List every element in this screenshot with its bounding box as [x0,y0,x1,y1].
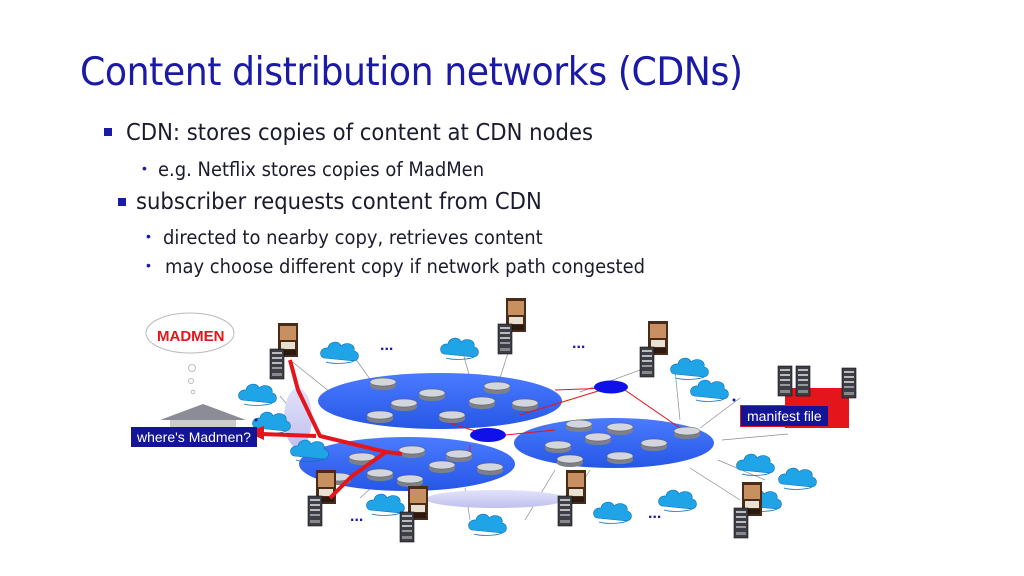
access-link-lavender [426,490,566,508]
bullet-dot-icon: • [146,257,151,273]
madmen-thought-bubble [145,312,235,395]
madmen-logo: MADMEN [157,328,225,345]
bullet-dot-icon: • [146,228,151,244]
bullet-subscriber: subscriber requests content from CDN [136,189,542,215]
request-route [261,359,403,500]
sub-bullet-netflix: e.g. Netflix stores copies of MadMen [158,158,485,181]
manifest-file-label: manifest file [740,405,829,427]
ixp-router [594,380,628,394]
bullet-square-icon [104,128,112,136]
sub-bullet-directed: directed to nearby copy, retrieves conte… [163,226,543,249]
ellipsis-1: ... [380,337,393,354]
slide-title: Content distribution networks (CDNs) [80,50,743,95]
ixp-router [470,428,506,442]
access-link-lavender [284,388,312,448]
ellipsis-3: ... [350,508,363,525]
house-roof-icon [160,404,246,420]
bullet-cdn: CDN: stores copies of content at CDN nod… [126,120,594,146]
bullet-square-icon [118,198,126,206]
ellipsis-4: ... [648,505,661,522]
ellipsis-2: ... [572,335,585,352]
sub-bullet-congested: may choose different copy if network pat… [165,255,645,278]
query-label: where's Madmen? [131,427,257,447]
bullet-dot-icon: • [142,160,147,176]
